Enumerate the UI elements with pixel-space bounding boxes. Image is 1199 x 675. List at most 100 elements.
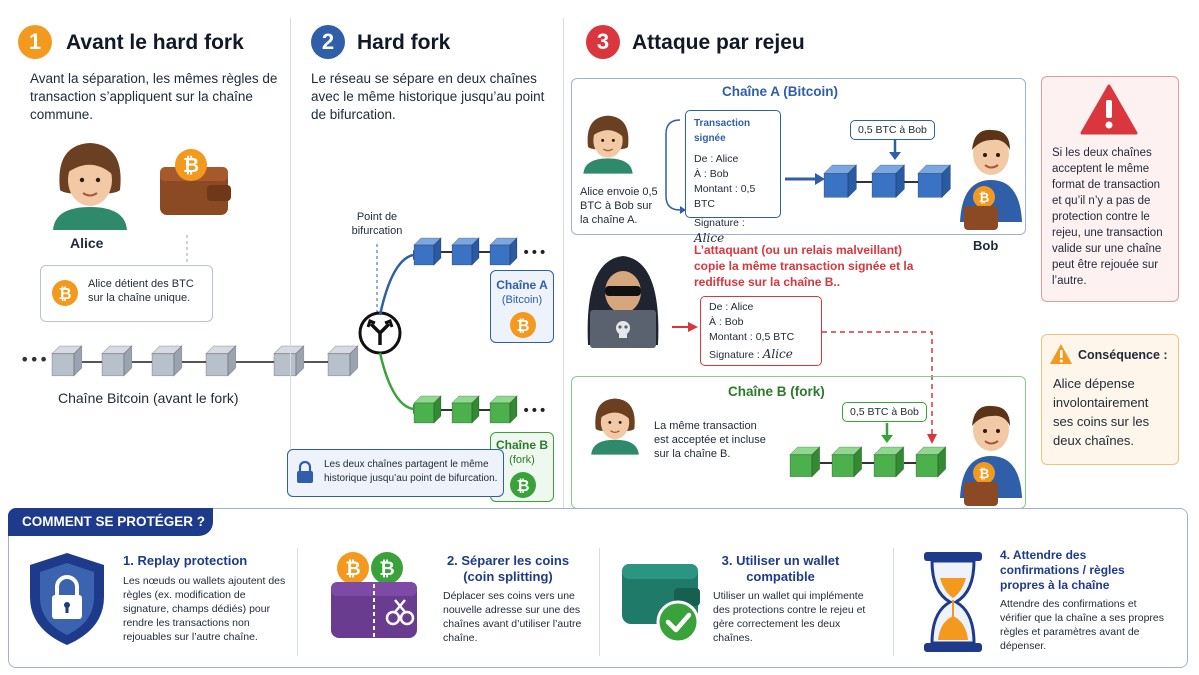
protect-item-4-title: 4. Attendre des confirmations / règles p…: [1000, 548, 1125, 592]
svg-text:₿: ₿: [379, 558, 394, 580]
section-2-number: 2: [311, 25, 345, 59]
alice-label: Alice: [70, 235, 104, 251]
chain-a-scenario-title: Chaîne A (Bitcoin): [722, 84, 838, 99]
block-cube: [451, 237, 480, 266]
bitcoin-icon: ₿: [510, 472, 536, 498]
tx-to: À : Bob: [694, 168, 729, 180]
chain-a-scenario-blocks: [823, 164, 952, 199]
bitcoin-chain-label: Chaîne Bitcoin (avant le fork): [58, 390, 239, 406]
section-1-description: Avant la séparation, les mêmes règles de…: [30, 71, 278, 122]
shield-lock-icon: [30, 553, 104, 645]
protect-item-4-text: Attendre des confirmations et vérifier q…: [1000, 598, 1165, 652]
lock-icon: [297, 460, 313, 483]
block-cube: [915, 446, 947, 478]
block-cube: [917, 164, 952, 199]
alice-b-text: La même transaction est acceptée et incl…: [654, 420, 766, 460]
block-cube: [413, 395, 442, 424]
copied-tx-to: À : Bob: [709, 316, 744, 328]
protection-banner-text: COMMENT SE PROTÉGER ?: [22, 514, 206, 529]
copied-tx-signature-label: Signature :: [709, 349, 760, 361]
chain-a-name: Chaîne A: [496, 278, 548, 292]
tx-title: Transaction signée: [694, 118, 751, 144]
alice-holdings-note: [40, 265, 213, 322]
bob-avatar: ₿: [960, 129, 1022, 230]
svg-text:₿: ₿: [979, 467, 990, 482]
protect-item-1-text: Les nœuds ou wallets ajoutent des règles…: [123, 575, 286, 643]
consequence-text: Alice dépense involontairement ses coins…: [1053, 376, 1150, 448]
svg-text:₿: ₿: [58, 284, 71, 303]
block-cube: [413, 237, 442, 266]
section-3-number: 3: [586, 25, 620, 59]
tx-signature: Alice: [694, 231, 725, 245]
consequence-title: Conséquence :: [1078, 348, 1168, 362]
block-cube: [871, 164, 906, 199]
block-cube: [151, 345, 183, 377]
alice-avatar: [53, 143, 127, 230]
block-cube: [273, 345, 305, 377]
warning-icon: [1080, 84, 1138, 135]
alice-holdings-text: Alice détient des BTC sur la chaîne uniq…: [88, 278, 194, 304]
copied-tx-amount: Montant : 0,5 BTC: [709, 331, 795, 343]
tx-from: De : Alice: [694, 153, 739, 165]
wallet-icon: ₿: [160, 149, 231, 215]
tx-signature-label: Signature :: [694, 217, 745, 229]
block-cube: [831, 446, 863, 478]
svg-text:₿: ₿: [516, 316, 529, 335]
bitcoin-icon: ₿: [510, 312, 536, 338]
chain-a-sub: (Bitcoin): [501, 294, 543, 306]
protect-item-1-title: 1. Replay protection: [123, 553, 248, 568]
svg-text:₿: ₿: [979, 191, 990, 206]
alice-sends-text: Alice envoie 0,5 BTC à Bob sur la chaîne…: [580, 186, 658, 226]
shared-history-note: [287, 449, 504, 497]
chain-b-scenario-blocks: [789, 446, 947, 478]
hourglass-icon: [924, 552, 982, 652]
block-cube: [873, 446, 905, 478]
chain-continuation: •••: [522, 245, 547, 261]
alice-avatar: [591, 398, 639, 455]
chain-a-blocks: •••: [413, 237, 547, 266]
chain-b-scenario-title: Chaîne B (fork): [728, 384, 825, 399]
copied-transaction-card: De : Alice À : Bob Montant : 0,5 BTC Sig…: [700, 296, 822, 366]
block-cube: [489, 237, 518, 266]
block-cube: [205, 345, 237, 377]
chain-a-scenario-panel: [571, 78, 1026, 235]
bitcoin-chain-before-fork: •••: [20, 345, 359, 377]
svg-text:•••: •••: [20, 350, 48, 369]
section-3-title: Attaque par rejeu: [632, 31, 805, 54]
copied-tx-from: De : Alice: [709, 301, 754, 313]
block-cube: [327, 345, 359, 377]
chain-b-blocks: •••: [413, 395, 547, 424]
chain-b-name: Chaîne B: [495, 438, 548, 452]
copied-tx-signature: Alice: [762, 347, 793, 361]
block-cube: [451, 395, 480, 424]
svg-text:₿: ₿: [183, 153, 199, 177]
block-cube: [789, 446, 821, 478]
protect-item-2-title: 2. Séparer les coins (coin splitting): [446, 553, 570, 584]
protect-item-3-text: Utiliser un wallet qui implémente des pr…: [713, 590, 866, 644]
bob-avatar: ₿: [960, 405, 1022, 506]
section-2-description: Le réseau se sépare en deux chaînes avec…: [311, 71, 545, 122]
protect-item-3-title: 3. Utiliser un wallet compatible: [721, 553, 840, 584]
block-cube: [51, 345, 83, 377]
chain-continuation: •••: [522, 403, 547, 419]
protect-item-2-text: Déplacer ses coins vers une nouvelle adr…: [443, 590, 582, 644]
fork-point-label: Point de bifurcation: [351, 211, 403, 237]
chain-b-sub: (fork): [509, 454, 535, 466]
block-cube: [823, 164, 858, 199]
bitcoin-icon: ₿: [52, 280, 78, 306]
tx-amount: Montant : 0,5 BTC: [694, 183, 756, 210]
compatible-wallet-icon: [622, 564, 700, 644]
hacker-icon: [587, 256, 659, 348]
chain-b-amount-tag: 0,5 BTC à Bob: [842, 402, 927, 422]
svg-text:₿: ₿: [516, 476, 529, 495]
coin-split-wallet-icon: ₿ ₿: [331, 552, 417, 638]
section-1-title: Avant le hard fork: [66, 31, 244, 54]
alice-avatar: [583, 115, 633, 174]
shared-history-text: Les deux chaînes partagent le même histo…: [324, 459, 498, 484]
caution-icon: [1050, 344, 1072, 364]
section-2-title: Hard fork: [357, 31, 451, 54]
attacker-text: L’attaquant (ou un relais malveillant) c…: [694, 243, 914, 289]
block-cube: [101, 345, 133, 377]
section-1-number: 1: [18, 25, 52, 59]
chain-a-amount-tag: 0,5 BTC à Bob: [850, 120, 935, 140]
